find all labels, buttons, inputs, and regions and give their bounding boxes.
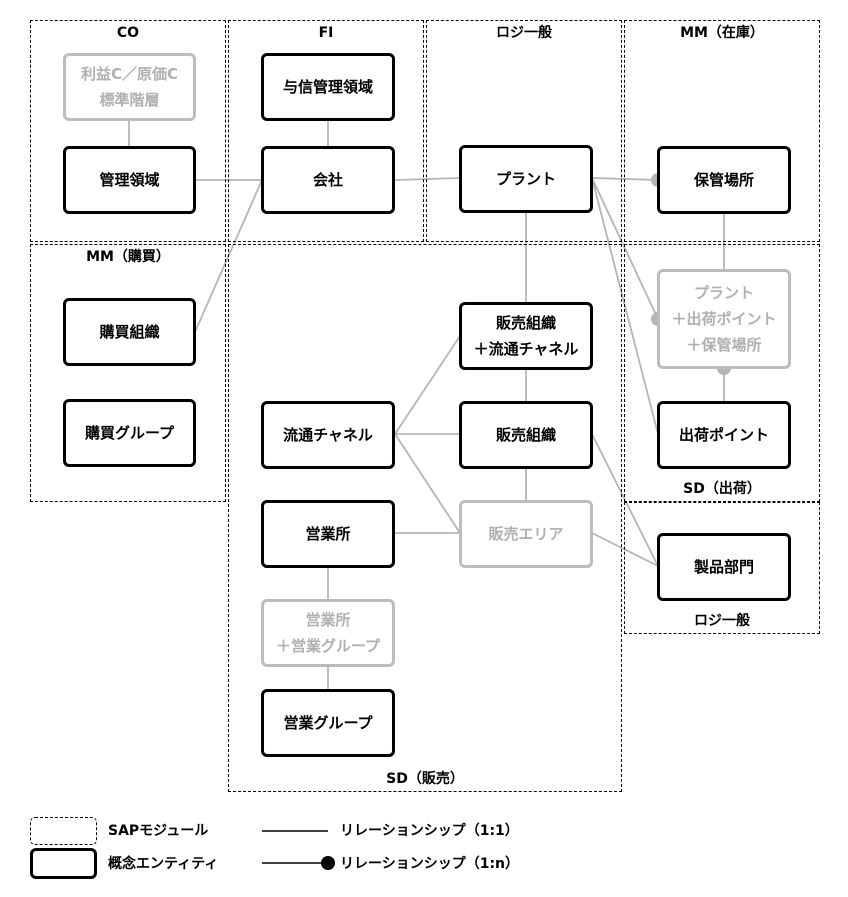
entity-label-line: プラント: [693, 284, 754, 302]
legend-dot-1-n: [321, 856, 335, 870]
rel-plant-ship: [591, 177, 659, 435]
entity-profit-cost-hierarchy[interactable]: 利益C／原価C 標準階層: [63, 53, 196, 121]
legend-entity-label: 概念エンティティ: [108, 856, 219, 872]
module-label: SD（販売）: [386, 771, 464, 787]
entity-label-line: プラント: [495, 170, 556, 188]
entity-label-line: 販売組織: [495, 314, 556, 332]
entity-shipping-point[interactable]: 出荷ポイント: [657, 401, 791, 469]
entity-label-line: 利益C／原価C: [80, 65, 179, 83]
entity-sales-office-group[interactable]: 営業所 ＋営業グループ: [261, 599, 395, 667]
entity-sales-office[interactable]: 営業所: [261, 500, 395, 568]
entity-label-line: 保管場所: [693, 171, 754, 189]
module-mm-stock: MM（在庫）: [624, 20, 820, 242]
entity-distribution-channel[interactable]: 流通チャネル: [261, 401, 395, 469]
entity-label-line: 製品部門: [693, 558, 754, 576]
entity-purchasing-org[interactable]: 購買組織: [63, 298, 196, 366]
entity-sales-group[interactable]: 営業グループ: [261, 689, 395, 757]
entity-label-line: 販売組織: [495, 426, 556, 444]
rel-plant-pss: [591, 177, 659, 320]
module-sd-sales: SD（販売）: [228, 244, 622, 792]
entity-label-line: 購買グループ: [84, 424, 175, 442]
entity-plant[interactable]: プラント: [459, 145, 593, 213]
entity-storage-location[interactable]: 保管場所: [657, 146, 791, 214]
entity-plant-shipping-storage[interactable]: プラント ＋出荷ポイント ＋保管場所: [657, 269, 791, 369]
module-label: ロジ一般: [496, 25, 552, 41]
entity-label-line: 会社: [312, 171, 343, 189]
entity-label-line: ＋流通チャネル: [473, 340, 579, 358]
entity-purchasing-group[interactable]: 購買グループ: [63, 399, 196, 467]
legend-module-swatch: [30, 817, 97, 845]
entity-label-line: 販売エリア: [488, 525, 564, 543]
entity-sales-org-dist-channel[interactable]: 販売組織 ＋流通チャネル: [459, 302, 593, 370]
module-label: FI: [318, 25, 334, 41]
entity-label-line: 標準階層: [99, 91, 160, 109]
rel-salesorg-division: [591, 433, 659, 567]
entity-label-line: ＋出荷ポイント: [671, 310, 777, 328]
module-logi-top: ロジ一般: [426, 20, 622, 242]
module-sd-ship: SD（出荷）: [624, 244, 820, 502]
entity-division[interactable]: 製品部門: [657, 533, 791, 601]
module-label: SD（出荷）: [683, 481, 761, 497]
module-mm-purchase: MM（購買）: [30, 244, 226, 502]
legend-rel-1-n-label: リレーションシップ（1:n）: [340, 856, 520, 872]
entity-credit-control-area[interactable]: 与信管理領域: [261, 53, 395, 121]
module-co: CO: [30, 20, 226, 242]
entity-label-line: 出荷ポイント: [678, 426, 769, 444]
rel-dc-salesarea: [394, 433, 461, 534]
entity-label-line: 営業所: [305, 611, 351, 629]
legend-rel-1-1-label: リレーションシップ（1:1）: [340, 823, 519, 839]
entity-label-line: 購買組織: [99, 323, 160, 341]
entity-label-line: 管理領域: [99, 171, 160, 189]
rel-company-plant: [394, 177, 461, 181]
entity-sales-org[interactable]: 販売組織: [459, 401, 593, 469]
module-label: MM（購買）: [86, 249, 170, 265]
rel-plant-storage: [591, 177, 659, 181]
entity-label-line: 与信管理領域: [282, 78, 373, 96]
module-fi: FI: [228, 20, 424, 242]
entity-sales-area[interactable]: 販売エリア: [459, 500, 593, 568]
module-label: ロジ一般: [694, 613, 750, 629]
entity-label-line: 流通チャネル: [283, 426, 373, 444]
module-logi-bottom: ロジ一般: [624, 502, 820, 634]
legend-module-label: SAPモジュール: [108, 823, 209, 839]
entity-management-area[interactable]: 管理領域: [63, 146, 196, 214]
entity-label-line: ＋営業グループ: [275, 637, 381, 655]
module-label: CO: [116, 25, 140, 41]
legend-entity-swatch: [30, 848, 97, 879]
entity-company[interactable]: 会社: [261, 146, 395, 214]
rel-salesarea-division: [591, 532, 659, 567]
entity-label-line: 営業所: [305, 525, 351, 543]
rel-dc-salesorgdc: [394, 335, 461, 435]
entity-label-line: 営業グループ: [283, 714, 373, 732]
module-label: MM（在庫）: [680, 25, 764, 41]
entity-label-line: ＋保管場所: [686, 336, 762, 354]
